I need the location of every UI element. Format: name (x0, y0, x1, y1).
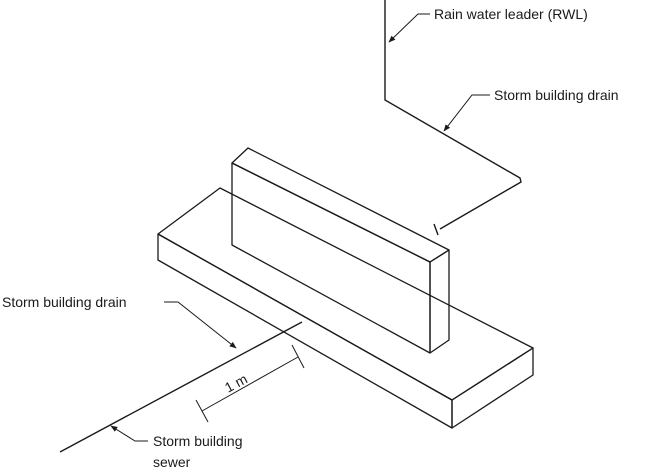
wall-top-face (231, 147, 450, 263)
storm-drain-lower-leader-arrow (164, 301, 237, 349)
concrete-wall (231, 147, 450, 354)
storm-sewer-leader-arrow (110, 425, 148, 442)
dimension-1m (195, 344, 305, 423)
wall-side-face (429, 249, 450, 354)
rwl-label: Rain water leader (RWL) (434, 6, 588, 22)
storm-sewer-label-line2: sewer (153, 454, 191, 470)
storm-drain-upper-leader-arrow (443, 94, 490, 132)
pipe-stub-at-wall (433, 223, 439, 236)
storm-drain-upper-label: Storm building drain (494, 87, 619, 103)
footing-front-face (157, 233, 453, 429)
concrete-footing (157, 187, 534, 429)
storm-drain-lower-label: Storm building drain (2, 294, 127, 310)
footing-side-face (451, 347, 534, 429)
leader-lines (110, 13, 490, 442)
pipes (59, 0, 522, 453)
wall-front-face (231, 162, 431, 354)
storm-sewer-pipe (59, 321, 303, 453)
rwl-leader-arrow (388, 13, 430, 43)
rain-water-leader-pipe (384, 0, 522, 230)
dimension-label: 1 m (222, 371, 250, 396)
storm-sewer-label-line1: Storm building (153, 433, 243, 449)
